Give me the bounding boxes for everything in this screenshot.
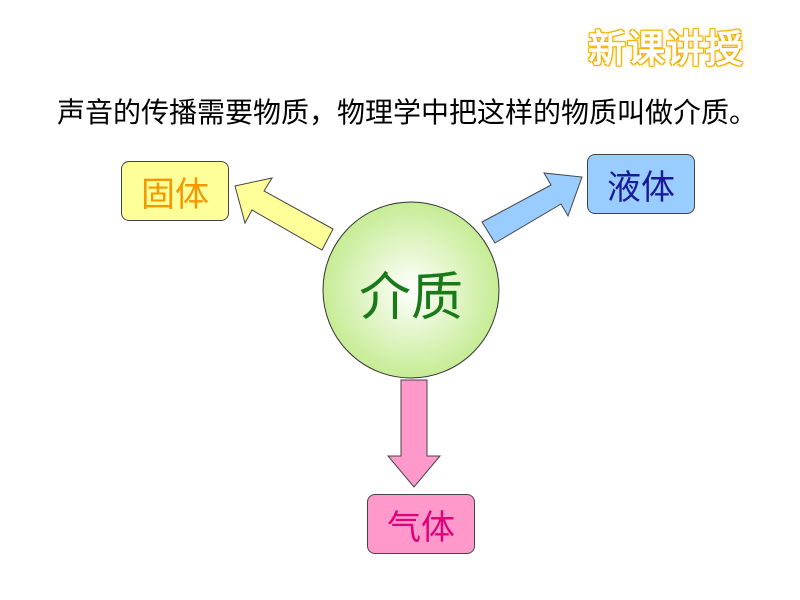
- intro-text: 声音的传播需要物质，物理学中把这样的物质叫做介质。: [57, 96, 758, 129]
- center-label: 介质: [358, 268, 463, 328]
- arrow-to-solid: [234, 177, 334, 251]
- arrow-to-liquid: [481, 172, 583, 244]
- arrow-to-gas: [386, 379, 442, 488]
- liquid-box: 液体: [587, 154, 695, 214]
- section-badge: 新课讲授: [588, 27, 745, 71]
- gas-box: 气体: [367, 494, 475, 554]
- center-circle: [322, 201, 500, 379]
- solid-box: 固体: [121, 161, 229, 221]
